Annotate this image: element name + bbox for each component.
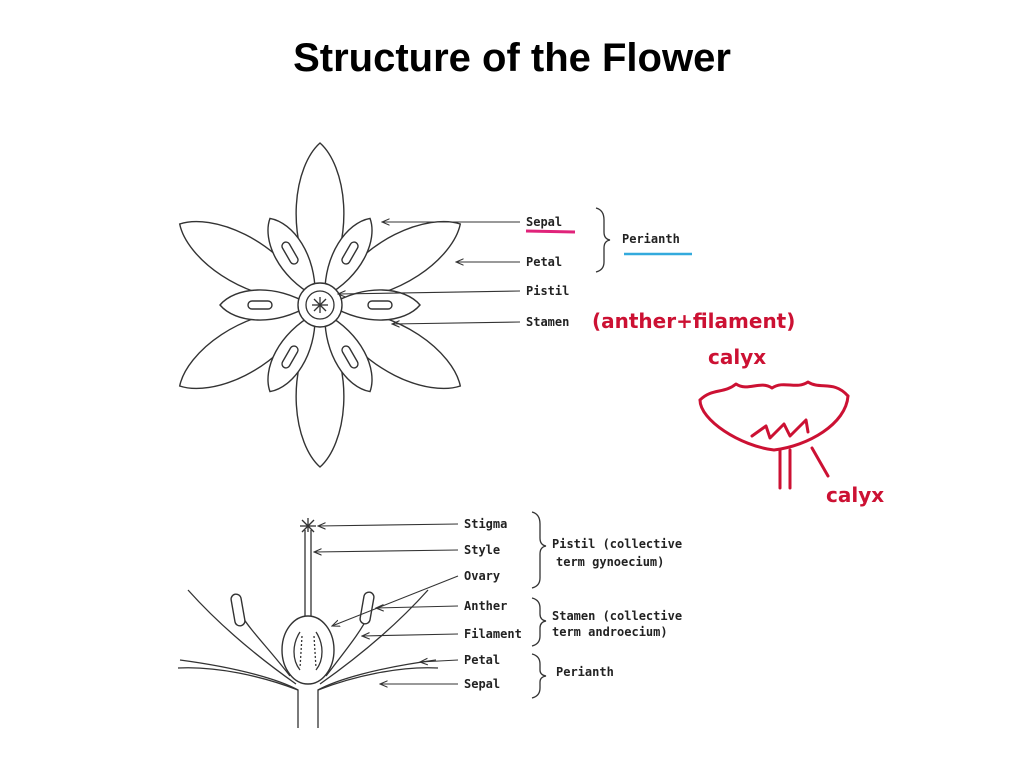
label-petal-bottom: Petal	[464, 653, 500, 667]
label-stigma: Stigma	[464, 517, 507, 531]
annotation-anther-filament: (anther+filament)	[592, 309, 795, 333]
stamen-group-line2: term androecium)	[552, 625, 668, 639]
label-sepal-bottom: Sepal	[464, 677, 500, 691]
label-perianth: Perianth	[622, 232, 680, 246]
bottom-leader-lines	[314, 524, 459, 684]
stamen-brace	[531, 597, 547, 647]
pistil-group-line2: term gynoecium)	[556, 555, 664, 569]
top-leader-lines	[338, 222, 521, 324]
sepal-underline	[525, 229, 576, 234]
perianth-group: Perianth	[556, 665, 614, 679]
annotation-calyx-side: calyx	[826, 483, 884, 507]
label-anther: Anther	[464, 599, 507, 613]
label-pistil: Pistil	[526, 284, 569, 298]
label-stamen: Stamen	[526, 315, 569, 329]
annotation-calyx-top: calyx	[708, 345, 766, 369]
bottom-flower-drawing	[177, 518, 439, 728]
page-title: Structure of the Flower	[293, 36, 731, 80]
perianth-brace	[595, 207, 611, 273]
calyx-sketch	[698, 380, 850, 490]
pistil-brace	[531, 511, 547, 589]
pistil-star	[312, 297, 328, 313]
label-petal: Petal	[526, 255, 562, 269]
anther-shapes	[247, 241, 393, 369]
label-sepal: Sepal	[526, 215, 562, 229]
perianth-brace-bottom	[531, 653, 547, 699]
label-filament: Filament	[464, 627, 522, 641]
label-ovary: Ovary	[464, 569, 500, 583]
label-style: Style	[464, 543, 500, 557]
pistil-group-line1: Pistil (collective	[552, 537, 682, 551]
stigma-star	[300, 518, 316, 533]
stamen-group-line1: Stamen (collective	[552, 609, 682, 623]
top-flower-drawing	[178, 142, 462, 468]
